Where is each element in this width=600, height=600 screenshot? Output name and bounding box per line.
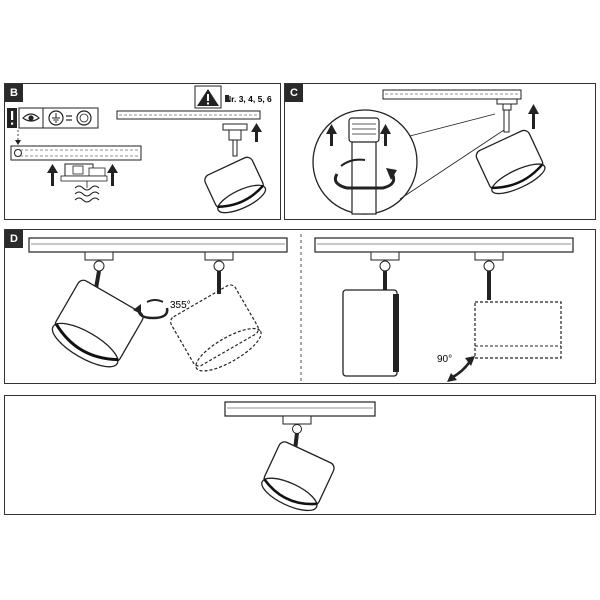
tilt-angle-label: 90° — [437, 354, 452, 365]
step-c-panel: C — [284, 83, 596, 220]
step-c-illustration — [312, 89, 546, 215]
step-b-label: B — [5, 84, 23, 102]
track-end-detail — [10, 130, 142, 203]
track-with-spotlight — [116, 110, 267, 214]
spotlight-body — [475, 129, 546, 195]
spotlight-tilted-outline — [474, 301, 562, 359]
warning-icon — [194, 85, 222, 109]
tilt-arrow-icon — [447, 356, 475, 382]
step-d-panel: D 355° — [4, 229, 596, 384]
final-result-panel — [4, 395, 596, 515]
rotate-arrow-icon — [133, 299, 169, 320]
final-result-illustration — [224, 401, 376, 512]
spotlight-tilted — [342, 289, 399, 377]
step-b-illustration: Nr. 3, 4, 5, 6 — [7, 85, 272, 214]
step-c-label: C — [285, 84, 303, 102]
step-d-illustration: 355° 90° — [28, 234, 574, 382]
spotlight-rotated — [51, 279, 144, 368]
step-b-panel: B Nr. 3, 4, 5, 6 — [4, 83, 281, 220]
spotlight-rotated-outline — [170, 284, 262, 372]
zoom-detail-circle — [312, 109, 505, 215]
rotation-angle-label: 355° — [170, 300, 191, 311]
safety-symbols — [7, 107, 99, 129]
parts-reference-text: Nr. 3, 4, 5, 6 — [225, 94, 272, 104]
step-d-label: D — [5, 230, 23, 248]
spotlight-final — [261, 441, 335, 512]
